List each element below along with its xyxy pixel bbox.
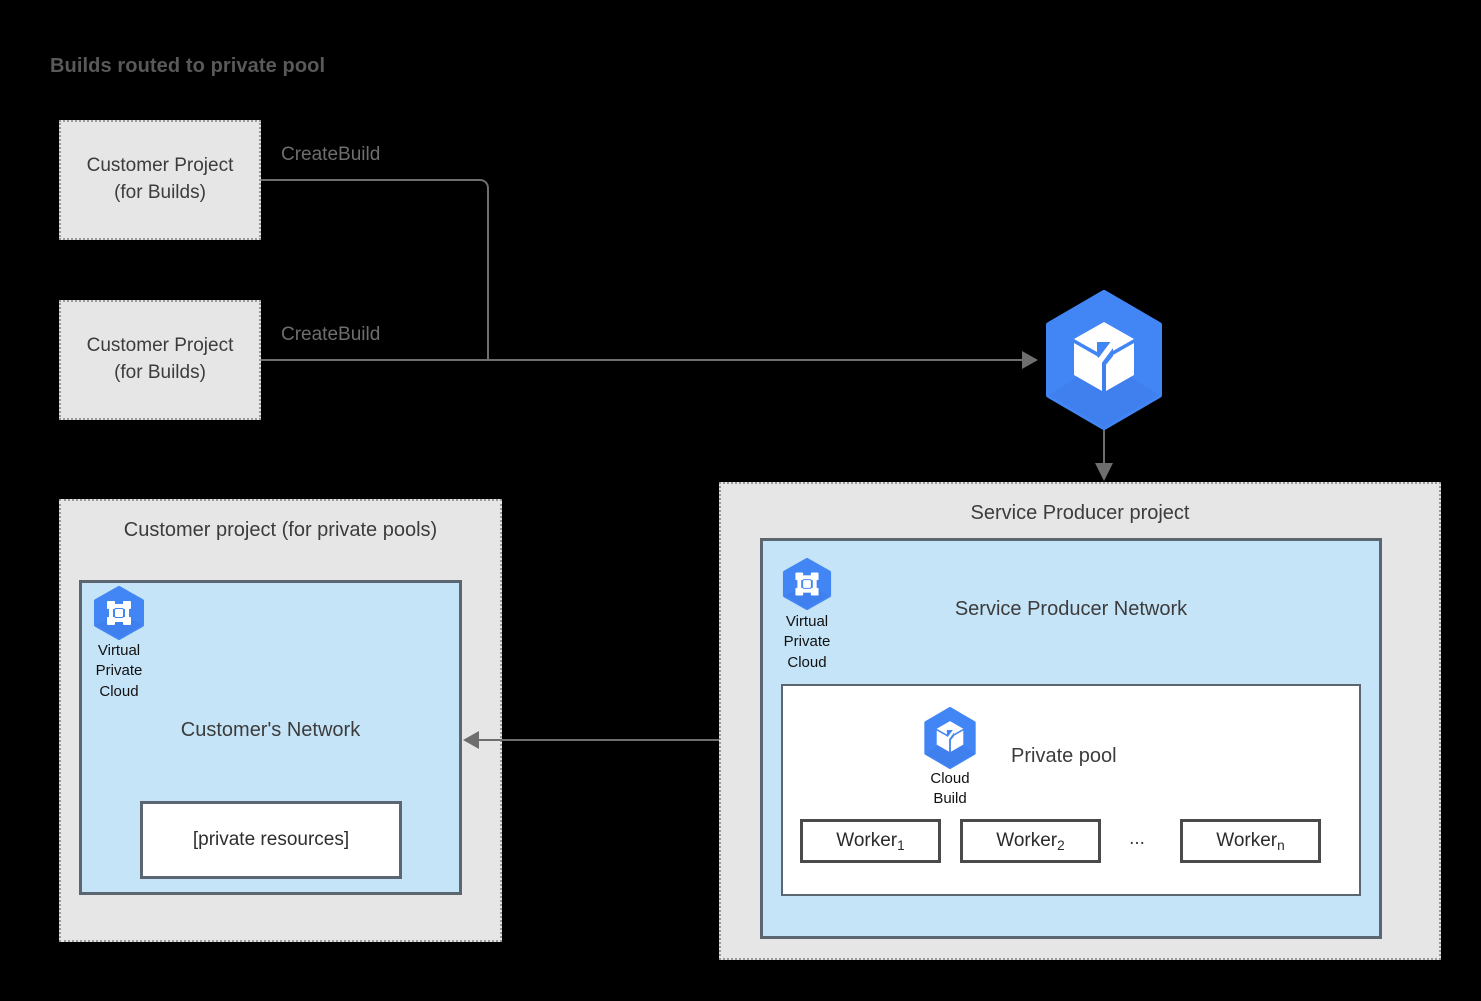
cloud-build-caption-pool: Cloud Build	[930, 770, 970, 808]
worker-label-1: Worker1	[836, 830, 905, 853]
virtual-private-cloud-caption: Virtual Private Cloud	[95, 642, 143, 700]
network-peering-arrowhead-left	[463, 731, 479, 749]
network-peering-line	[478, 739, 761, 741]
customer-build-project-label-2: Customer Project(for Builds)	[86, 335, 234, 383]
create-build-label-1: CreateBuild	[281, 144, 381, 165]
service-producer-network-title: Service Producer Network	[954, 598, 1188, 620]
connector-line-box2-horizontal	[261, 359, 1024, 361]
customer-build-project-box-1[interactable]: Customer Project(for Builds)	[59, 120, 261, 240]
private-resources-box[interactable]: [private resources]	[140, 801, 402, 879]
connector-line-box1-vertical	[487, 190, 489, 361]
worker-box-2[interactable]: Worker2	[960, 819, 1101, 863]
worker-box-n[interactable]: Workern	[1180, 819, 1321, 863]
page-title: Builds routed to private pool	[50, 55, 326, 77]
connector-line-cloudbuild-to-producer	[1103, 430, 1105, 464]
connector-line-box1-horizontal	[261, 179, 479, 181]
private-pool-title: Private pool	[1011, 745, 1117, 767]
producer-panel-title: Service Producer project	[970, 502, 1190, 524]
worker-ellipsis: ...	[1129, 828, 1145, 849]
connector-corner-box1	[477, 179, 489, 191]
worker-label-2: Worker2	[996, 830, 1065, 853]
connector-arrowhead-to-cloud-build	[1022, 351, 1038, 369]
private-resources-label: [private resources]	[192, 829, 350, 850]
customer-build-project-label-1: Customer Project(for Builds)	[86, 155, 234, 203]
virtual-private-cloud-icon-producer	[781, 558, 833, 610]
virtual-private-cloud-caption-producer: Virtual Private Cloud	[783, 613, 831, 671]
worker-label-n: Workern	[1216, 830, 1285, 853]
private-pool-box	[781, 684, 1361, 896]
create-build-label-2: CreateBuild	[281, 324, 381, 345]
cloud-build-icon[interactable]	[1042, 290, 1166, 430]
virtual-private-cloud-icon	[92, 586, 146, 640]
customer-network-title: Customer's Network	[180, 719, 361, 741]
worker-box-1[interactable]: Worker1	[800, 819, 941, 863]
connector-arrowhead-to-producer-panel	[1095, 463, 1113, 481]
cloud-build-icon-pool	[920, 707, 980, 769]
customer-build-project-box-2[interactable]: Customer Project(for Builds)	[59, 300, 261, 420]
customer-panel-title: Customer project (for private pools)	[123, 519, 438, 541]
